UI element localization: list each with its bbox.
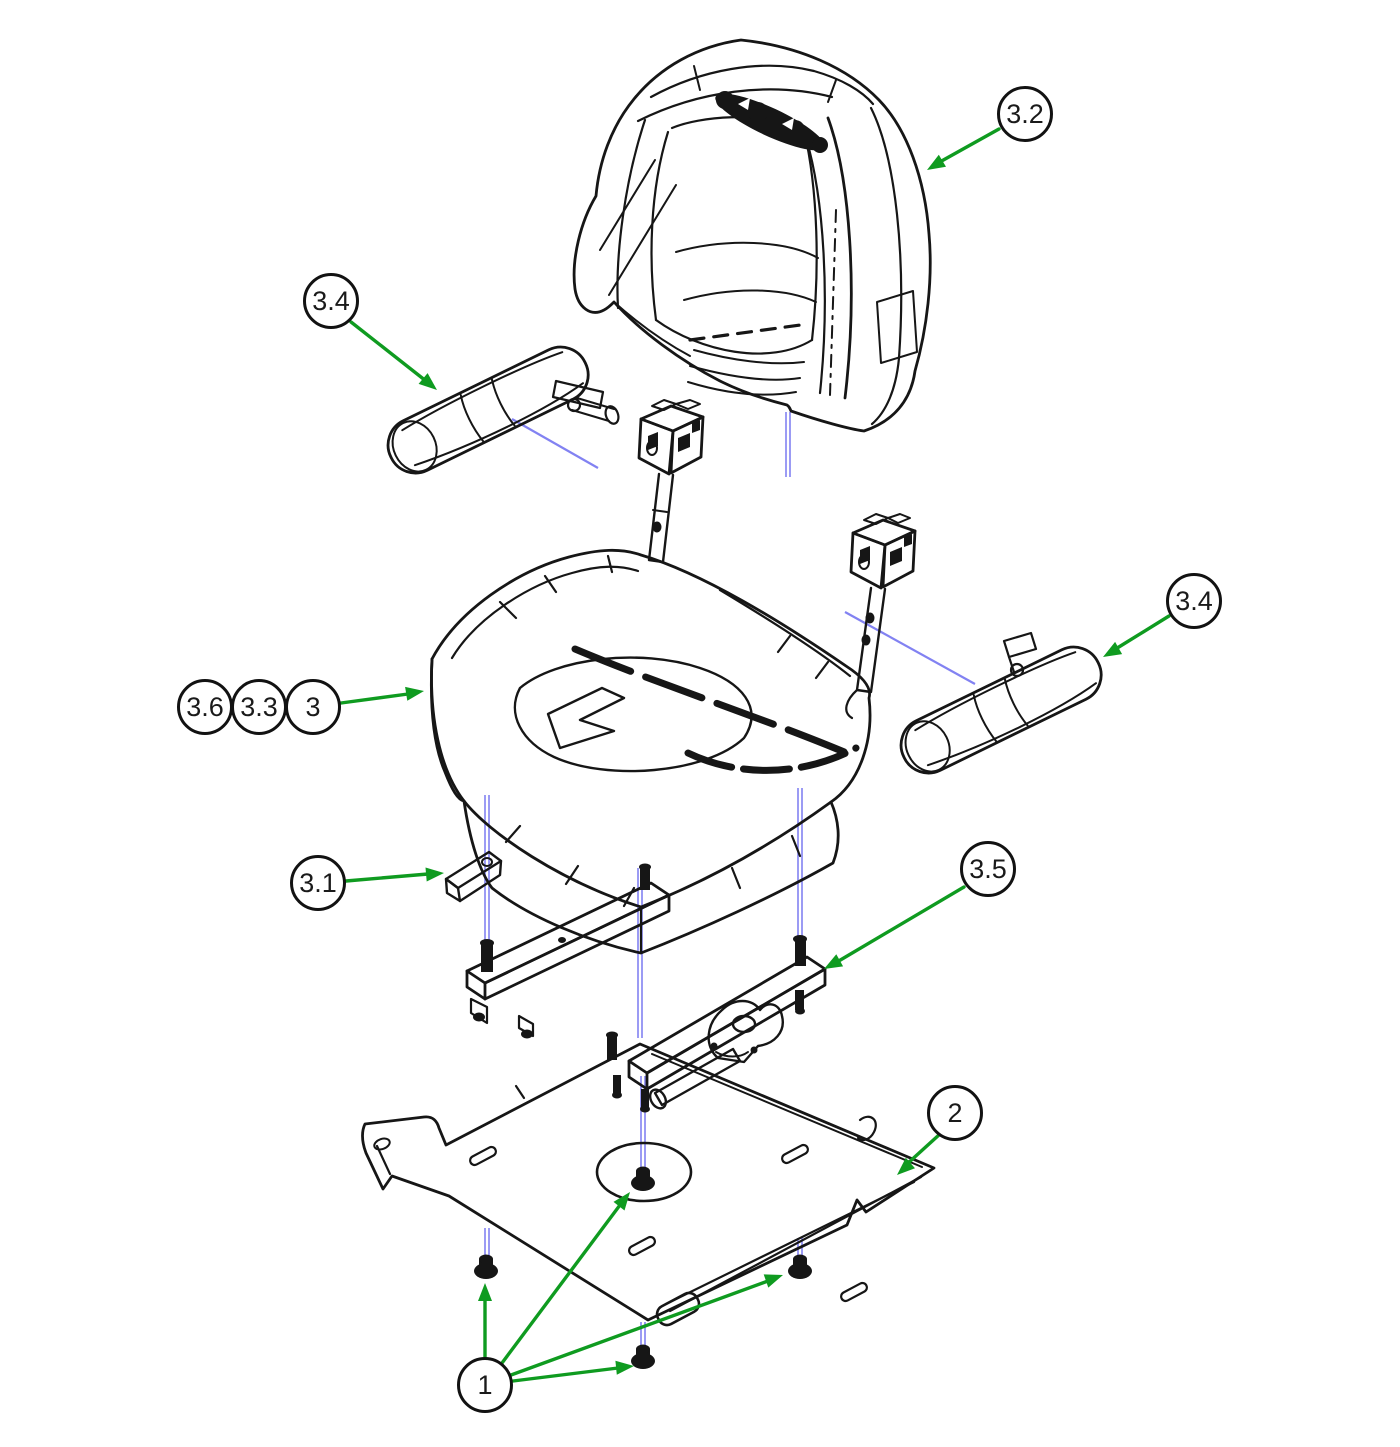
balloon-3-1[interactable]: 3.1 [290, 855, 346, 911]
balloon-1[interactable]: 1 [457, 1357, 513, 1413]
balloon-label: 3.4 [1175, 585, 1213, 616]
balloon-3-6[interactable]: 3.6 [177, 679, 233, 735]
balloon-label: 1 [477, 1369, 493, 1400]
balloon-label: 3.1 [299, 867, 337, 898]
armrest-left [386, 345, 620, 475]
rail-studs [473, 863, 807, 1113]
armrest-right [899, 631, 1103, 775]
backrest-cushion [572, 38, 932, 433]
balloon-label: 3.4 [312, 285, 350, 316]
balloon-3-4-right[interactable]: 3.4 [1166, 573, 1222, 629]
brand-logo [715, 91, 828, 153]
balloon-label: 2 [947, 1097, 963, 1128]
slide-rail-left [465, 881, 671, 1038]
flange-nut [474, 1254, 498, 1279]
balloon-label: 3 [305, 691, 321, 722]
balloon-3-2[interactable]: 3.2 [997, 86, 1053, 142]
balloon-3[interactable]: 3 [285, 679, 341, 735]
slide-rail-right [627, 955, 827, 1110]
balloon-2[interactable]: 2 [927, 1085, 983, 1141]
drawing-lines [361, 38, 1103, 1327]
flange-nut [631, 1344, 655, 1369]
hardware-fill [473, 91, 912, 1369]
balloon-3-3[interactable]: 3.3 [231, 679, 287, 735]
balloon-3-5[interactable]: 3.5 [960, 841, 1016, 897]
balloon-3-4-left[interactable]: 3.4 [303, 273, 359, 329]
balloon-label: 3.2 [1006, 98, 1044, 129]
leader-arrowheads [405, 154, 1123, 1375]
flange-nut [631, 1166, 655, 1191]
balloon-label: 3.3 [240, 691, 278, 722]
balloon-label: 3.6 [186, 691, 224, 722]
seat-cushion [429, 548, 872, 955]
small-mounting-bracket [444, 850, 503, 903]
flange-nut [788, 1254, 812, 1279]
leader-lines [339, 127, 1171, 1383]
backrest-bracket-left [637, 399, 705, 564]
balloon-label: 3.5 [969, 853, 1007, 884]
